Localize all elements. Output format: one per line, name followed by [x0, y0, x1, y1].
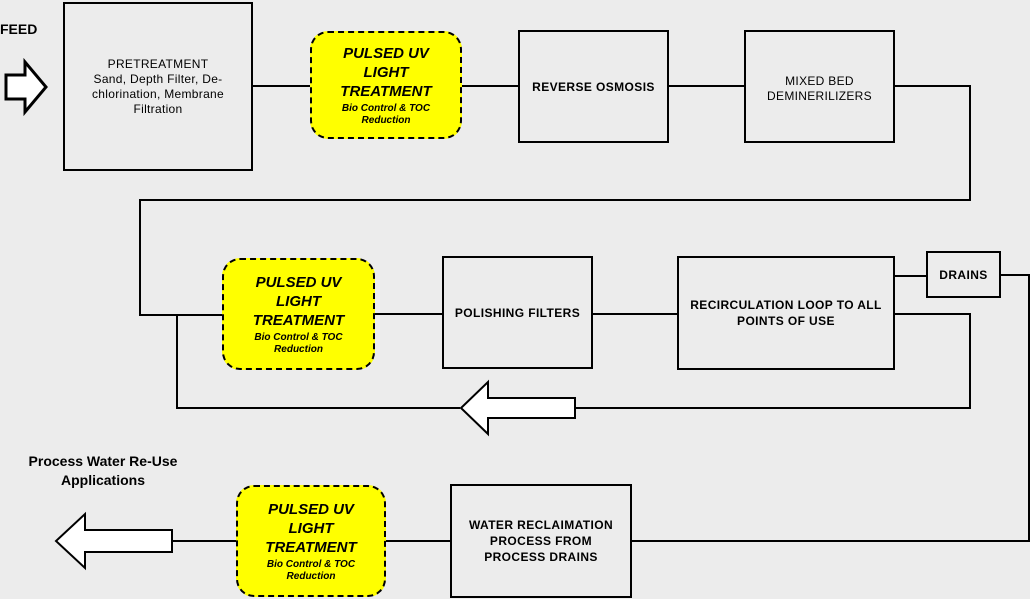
uv-title: PULSED UV LIGHT TREATMENT [340, 44, 432, 100]
feed-arrow-icon [4, 57, 48, 117]
mixed-bed-title: MIXED BED DEMINERILIZERS [767, 74, 872, 103]
uv-treatment-box-2: PULSED UV LIGHT TREATMENT Bio Control & … [222, 258, 375, 370]
pretreatment-detail: Sand, Depth Filter, De-chlorination, Mem… [92, 71, 224, 116]
feed-label: FEED [0, 21, 38, 37]
recirculation-loop-title: RECIRCULATION LOOP TO ALL POINTS OF USE [690, 298, 882, 328]
uv-treatment-box-3: PULSED UV LIGHT TREATMENT Bio Control & … [236, 485, 386, 597]
drains-box: DRAINS [926, 251, 1001, 298]
uv-detail: Bio Control & TOC Reduction [266, 558, 356, 582]
water-reclamation-box: WATER RECLAIMATION PROCESS FROM PROCESS … [450, 484, 632, 598]
process-water-label: Process Water Re-Use Applications [28, 453, 178, 488]
reverse-osmosis-box: REVERSE OSMOSIS [518, 30, 669, 143]
return-arrow-icon [459, 379, 576, 437]
drains-title: DRAINS [939, 267, 988, 282]
uv-detail: Bio Control & TOC Reduction [341, 102, 431, 126]
uv-title: PULSED UV LIGHT TREATMENT [252, 273, 345, 329]
pretreatment-title: PRETREATMENT [107, 56, 209, 71]
pretreatment-box: PRETREATMENT Sand, Depth Filter, De-chlo… [63, 2, 253, 171]
reverse-osmosis-title: REVERSE OSMOSIS [532, 79, 655, 94]
uv-treatment-box-1: PULSED UV LIGHT TREATMENT Bio Control & … [310, 31, 462, 139]
output-arrow-icon [54, 511, 173, 571]
polishing-filters-title: POLISHING FILTERS [454, 305, 581, 320]
polishing-filters-box: POLISHING FILTERS [442, 256, 593, 369]
uv-detail: Bio Control & TOC Reduction [254, 331, 343, 355]
water-reclamation-title: WATER RECLAIMATION PROCESS FROM PROCESS … [468, 518, 614, 564]
uv-title: PULSED UV LIGHT TREATMENT [265, 500, 357, 556]
recirculation-loop-box: RECIRCULATION LOOP TO ALL POINTS OF USE [677, 256, 895, 370]
mixed-bed-box: MIXED BED DEMINERILIZERS [744, 30, 895, 143]
